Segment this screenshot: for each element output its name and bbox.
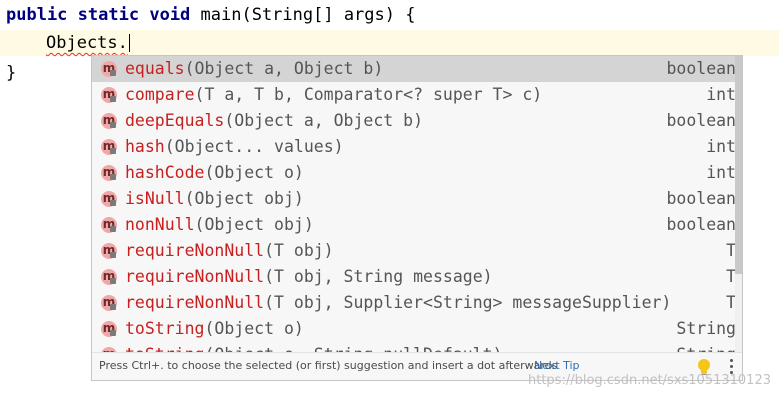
method-name-wrapper: compare(T a, T b, Comparator<? super T> … xyxy=(125,82,542,108)
method-params: (T obj) xyxy=(264,241,334,260)
method-name-wrapper: toString(Object o) xyxy=(125,316,304,342)
method-name: isNull xyxy=(125,189,185,208)
method-params: (Object obj) xyxy=(194,215,314,234)
text-caret xyxy=(128,34,130,52)
code-line-closing-brace[interactable]: } xyxy=(6,63,17,83)
method-params: (Object o) xyxy=(204,163,304,182)
method-name: hashCode xyxy=(125,163,205,182)
method-name: nonNull xyxy=(125,215,195,234)
method-name-wrapper: isNull(Object obj) xyxy=(125,186,304,212)
method-name-wrapper: requireNonNull(T obj, String message) xyxy=(125,264,493,290)
method-params: (T a, T b, Comparator<? super T> c) xyxy=(194,85,543,104)
keyword-static: static xyxy=(77,5,140,25)
completion-item[interactable]: m toString(Object o, String nullDefault) S… xyxy=(92,342,736,354)
static-lock-icon xyxy=(110,174,116,180)
method-params: (T obj, Supplier<String> messageSupplier… xyxy=(264,293,672,312)
return-type: T xyxy=(726,293,736,312)
method-name-wrapper: hash(Object... values) xyxy=(125,134,344,160)
method-name-wrapper: deepEquals(Object a, Object b) xyxy=(125,108,423,134)
method-name-wrapper: requireNonNull(T obj, Supplier<String> m… xyxy=(125,290,671,316)
method-name: deepEquals xyxy=(125,111,225,130)
objects-text: Objects xyxy=(46,33,118,53)
completion-scrollbar[interactable] xyxy=(735,56,742,354)
method-name: hash xyxy=(125,137,165,156)
return-type: int xyxy=(706,85,736,104)
watermark: https://blog.csdn.net/sxs1051310123 xyxy=(527,373,771,388)
keyword-void: void xyxy=(149,5,191,25)
method-params: (Object a, Object b) xyxy=(184,59,384,78)
return-type: boolean xyxy=(666,59,736,78)
method-name-wrapper: nonNull(Object obj) xyxy=(125,212,314,238)
method-name: compare xyxy=(125,85,195,104)
method-name-wrapper: equals(Object a, Object b) xyxy=(125,56,383,82)
return-type: T xyxy=(726,267,736,286)
method-params: (T obj, String message) xyxy=(264,267,493,286)
return-type: boolean xyxy=(666,215,736,234)
method-name: requireNonNull xyxy=(125,293,265,312)
method-params: (Object o, String nullDefault) xyxy=(204,345,502,354)
method-name: equals xyxy=(125,59,185,78)
static-lock-icon xyxy=(110,96,116,102)
more-options-icon[interactable] xyxy=(726,357,736,375)
method-params: (Object... values) xyxy=(164,137,344,156)
method-params: (Object a, Object b) xyxy=(224,111,424,130)
lightbulb-icon[interactable] xyxy=(696,358,712,376)
static-lock-icon xyxy=(110,304,116,310)
method-name-wrapper: requireNonNull(T obj) xyxy=(125,238,334,264)
next-tip-link[interactable]: Next Tip xyxy=(534,359,580,372)
method-name-wrapper: hashCode(Object o) xyxy=(125,160,304,186)
return-type: T xyxy=(726,241,736,260)
code-line-signature[interactable]: public static void main(String[] args) { xyxy=(6,2,779,28)
static-lock-icon xyxy=(110,252,116,258)
method-params: (Object obj) xyxy=(184,189,304,208)
code-line-current[interactable]: Objects. xyxy=(0,30,779,56)
keyword-public: public xyxy=(6,5,68,25)
method-icon: m xyxy=(101,347,117,354)
static-lock-icon xyxy=(110,278,116,284)
method-name: requireNonNull xyxy=(125,241,265,260)
static-lock-icon xyxy=(110,226,116,232)
method-name-wrapper: toString(Object o, String nullDefault) xyxy=(125,342,503,354)
static-lock-icon xyxy=(110,70,116,76)
completion-footer: Press Ctrl+. to choose the selected (or … xyxy=(92,352,742,380)
method-signature-text: main(String[] args) { xyxy=(190,5,416,25)
static-lock-icon xyxy=(110,330,116,336)
method-params: (Object o) xyxy=(204,319,304,338)
return-type: boolean xyxy=(666,111,736,130)
return-type: String xyxy=(676,319,736,338)
method-name: toString xyxy=(125,319,205,338)
objects-token[interactable]: Objects. xyxy=(46,30,130,56)
return-type: String xyxy=(676,342,736,354)
dot-text: . xyxy=(117,33,128,53)
method-name: requireNonNull xyxy=(125,267,265,286)
return-type: int xyxy=(706,137,736,156)
return-type: boolean xyxy=(666,189,736,208)
method-name: toString xyxy=(125,345,204,354)
scrollbar-thumb[interactable] xyxy=(735,56,742,274)
completion-hint: Press Ctrl+. to choose the selected (or … xyxy=(99,359,558,372)
static-lock-icon xyxy=(110,148,116,154)
static-lock-icon xyxy=(110,200,116,206)
static-lock-icon xyxy=(110,122,116,128)
return-type: int xyxy=(706,163,736,182)
